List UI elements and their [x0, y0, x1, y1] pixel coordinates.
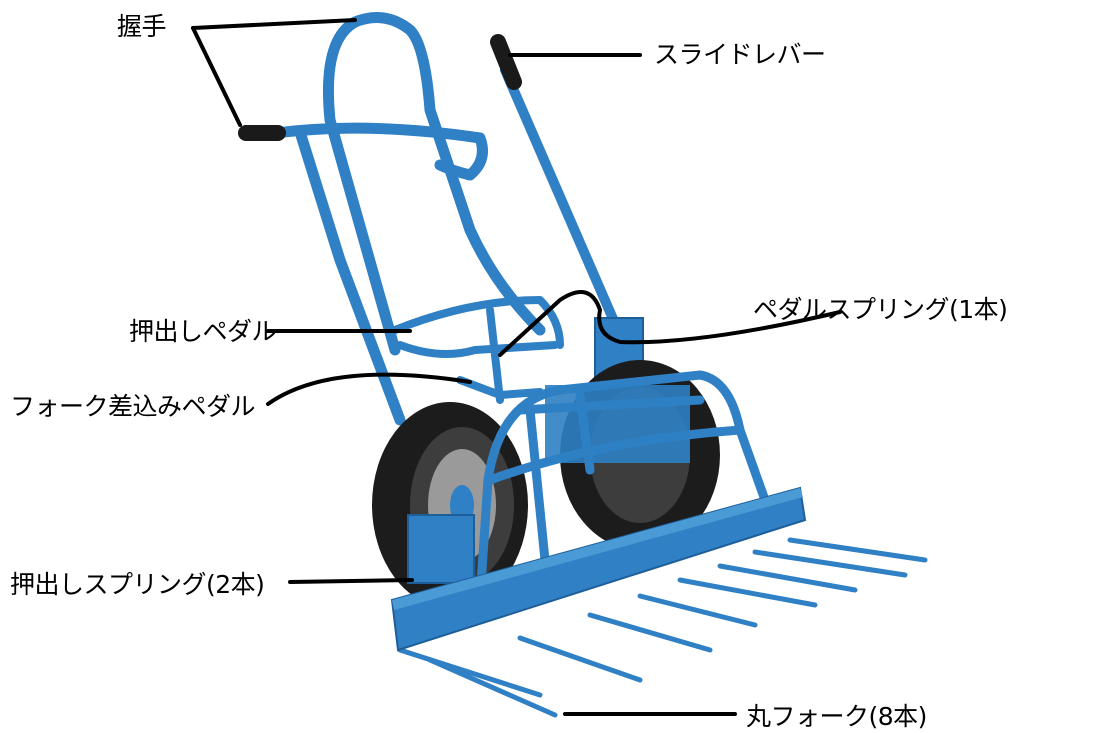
- pedal-frame: [391, 296, 564, 404]
- leader-grip-branch: [191, 26, 242, 127]
- grip-rubber: [238, 125, 286, 141]
- handle-frame: [256, 12, 546, 426]
- label-grip: 握手: [117, 12, 167, 41]
- label-push-spring: 押出しスプリング(2本): [10, 570, 265, 599]
- leader-lines: [191, 18, 842, 716]
- fork-tines: [427, 537, 928, 718]
- fork-tine-front: [397, 647, 543, 698]
- label-fork-insert-pedal: フォーク差込みペダル: [10, 392, 256, 421]
- front-bar: [390, 486, 807, 652]
- leader-push-spring: [288, 578, 414, 584]
- front-bar-top: [392, 488, 803, 610]
- push-spring-housing: [407, 514, 475, 584]
- leader-grip: [191, 18, 357, 30]
- label-round-fork: 丸フォーク(8本): [746, 702, 927, 731]
- leader-fork-pedal: [266, 372, 472, 406]
- label-pedal-spring: ペダルスプリング(1本): [753, 295, 1008, 324]
- label-push-pedal: 押出しペダル: [129, 317, 277, 346]
- leader-pedal-spring: [498, 290, 842, 357]
- label-slide-lever: スライドレバー: [654, 40, 826, 69]
- center-plate: [545, 385, 690, 463]
